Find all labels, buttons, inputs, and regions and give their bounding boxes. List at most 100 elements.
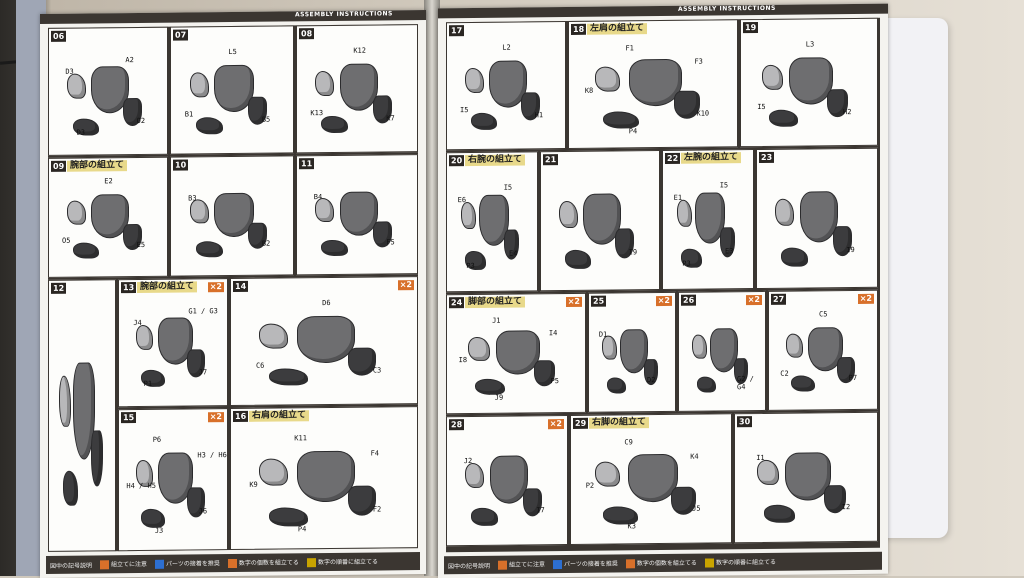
step-number: 23 <box>759 151 775 163</box>
part-label: C6 <box>255 361 265 370</box>
part-label: L2 <box>502 43 511 52</box>
part-label: F4 <box>370 448 380 458</box>
part-label: F1 <box>625 44 634 53</box>
part-label: J2 <box>463 457 473 466</box>
part-label: L3 <box>805 40 815 49</box>
step-number: 10 <box>173 159 189 171</box>
step-number: 15 <box>121 412 137 424</box>
part-label: I5 <box>503 183 513 192</box>
part-illustration <box>785 333 803 358</box>
part-illustration <box>141 509 165 529</box>
part-label: F2 <box>372 505 382 514</box>
part-label: J9 <box>494 393 504 402</box>
count-badge: ×2 <box>397 280 414 291</box>
part-illustration <box>315 197 335 222</box>
part-label: H3 / H6 <box>197 450 227 459</box>
part-illustration <box>268 507 309 528</box>
part-illustration <box>603 110 639 129</box>
step-number: 06 <box>51 30 67 42</box>
part-illustration <box>768 109 799 127</box>
legend-footer: 図中の記号説明 組立てに注意 パーツの接着を推奨 数字の個数を組立てる 数字の順… <box>46 552 420 574</box>
part-label: H2 <box>843 107 852 116</box>
part-label: I7 <box>536 506 545 515</box>
step-number: 28 <box>449 419 465 431</box>
part-illustration <box>321 115 348 134</box>
count-badge: ×2 <box>857 293 874 304</box>
part-illustration <box>465 67 484 93</box>
part-label: K12 <box>353 46 366 55</box>
part-illustration <box>603 506 638 525</box>
count-badge: ×2 <box>547 419 564 430</box>
step-title: 脚部の組立て <box>465 296 526 309</box>
part-illustration <box>189 199 209 224</box>
legend-item: パーツの接着を推奨 <box>166 560 220 568</box>
part-illustration <box>59 375 71 427</box>
part-label: C2 <box>780 369 789 378</box>
part-illustration <box>460 201 476 230</box>
part-label: B3 <box>188 194 197 203</box>
part-label: D3 <box>76 128 86 137</box>
step-number: 11 <box>299 158 315 170</box>
legend-item: パーツの接着を推奨 <box>564 560 618 569</box>
part-illustration <box>189 72 209 98</box>
part-label: I4 <box>548 329 558 338</box>
order-icon <box>704 558 714 568</box>
part-label: P1 <box>143 379 153 388</box>
step-number: 27 <box>771 293 787 305</box>
part-label: K3 <box>627 522 636 531</box>
part-label: K10 <box>696 109 710 118</box>
part-label: O5 <box>62 236 71 245</box>
part-label: I1 <box>756 453 765 463</box>
part-illustration <box>195 241 223 258</box>
part-label: G1 / G3 <box>188 307 218 316</box>
part-label: P4 <box>628 127 638 136</box>
part-label: P3 <box>466 262 475 271</box>
legend-footer: 図中の記号説明 組立てに注意 パーツの接着を推奨 数字の個数を組立てる 数字の順… <box>444 551 882 575</box>
legend-item: 組立てに注意 <box>111 560 148 569</box>
part-label: B5 <box>261 115 271 124</box>
part-label: K4 <box>690 452 699 461</box>
part-label: D2 <box>647 376 656 385</box>
step-number: 08 <box>299 28 315 40</box>
count-badge: ×2 <box>207 282 224 293</box>
part-illustration <box>67 200 86 225</box>
step-number: 07 <box>173 29 189 41</box>
part-illustration <box>296 316 356 364</box>
step-number: 20 <box>449 155 465 167</box>
part-label: B2 <box>261 239 271 248</box>
part-label: F5 <box>386 238 395 247</box>
part-label: D1 <box>598 330 608 339</box>
order-icon <box>306 558 316 568</box>
part-label: A2 <box>125 56 134 65</box>
part-label: L5 <box>228 47 237 56</box>
count-icon <box>625 559 635 569</box>
part-illustration <box>781 247 808 267</box>
part-illustration <box>471 507 498 526</box>
part-label: K8 <box>584 86 594 96</box>
part-label: K13 <box>310 108 324 118</box>
part-label: D6 <box>322 298 331 307</box>
booklet-spine <box>424 0 440 576</box>
count-icon <box>227 558 237 569</box>
part-label: P2 <box>585 481 595 491</box>
part-label: D3 <box>65 68 74 77</box>
part-label: I9 <box>628 248 638 257</box>
part-label: F3 <box>694 58 703 67</box>
legend-title: 図中の記号説明 <box>50 561 93 570</box>
part-label: P3 <box>682 259 691 269</box>
step-number: 14 <box>233 280 249 292</box>
step-number: 24 <box>449 297 465 309</box>
part-label: I9 <box>846 245 855 254</box>
part-label: P6 <box>152 435 162 444</box>
part-label: C9 <box>624 438 633 447</box>
